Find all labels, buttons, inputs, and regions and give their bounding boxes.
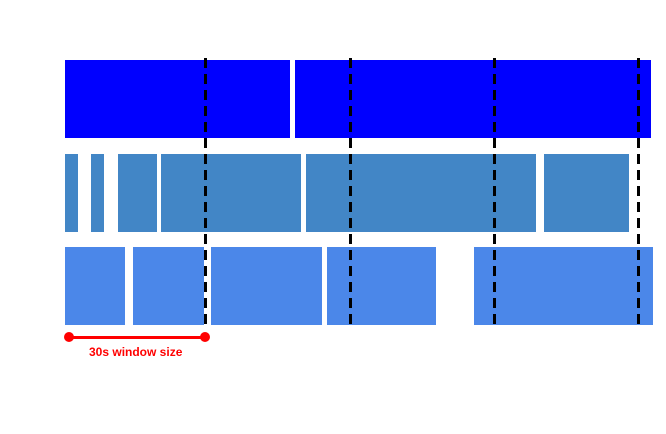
speech-segments-bar-segment: [161, 154, 301, 232]
merged-window-chunks-bar-segment: [65, 247, 125, 325]
window-boundary-dashed-line: [636, 58, 640, 328]
window-boundary-dashed-line: [203, 58, 207, 328]
merged-window-chunks-bar-segment: [474, 247, 653, 325]
window-size-label: 30s window size: [89, 345, 183, 359]
full-signal-bar-segment: [295, 60, 651, 138]
measure-dot-left: [64, 332, 74, 342]
merged-window-chunks-bar-segment: [211, 247, 322, 325]
window-boundary-dashed-line: [348, 58, 352, 328]
merged-window-chunks-bar-segment: [327, 247, 436, 325]
measure-dot-right: [200, 332, 210, 342]
measure-line: [69, 335, 205, 339]
speech-segments-bar-segment: [118, 154, 157, 232]
speech-segments-bar-segment: [544, 154, 629, 232]
full-signal-bar-segment: [65, 60, 290, 138]
merged-window-chunks-bar-segment: [133, 247, 204, 325]
window-boundary-dashed-line: [492, 58, 496, 328]
speech-segments-bar-segment: [306, 154, 536, 232]
speech-segments-bar-segment: [65, 154, 78, 232]
speech-segments-bar-segment: [91, 154, 104, 232]
